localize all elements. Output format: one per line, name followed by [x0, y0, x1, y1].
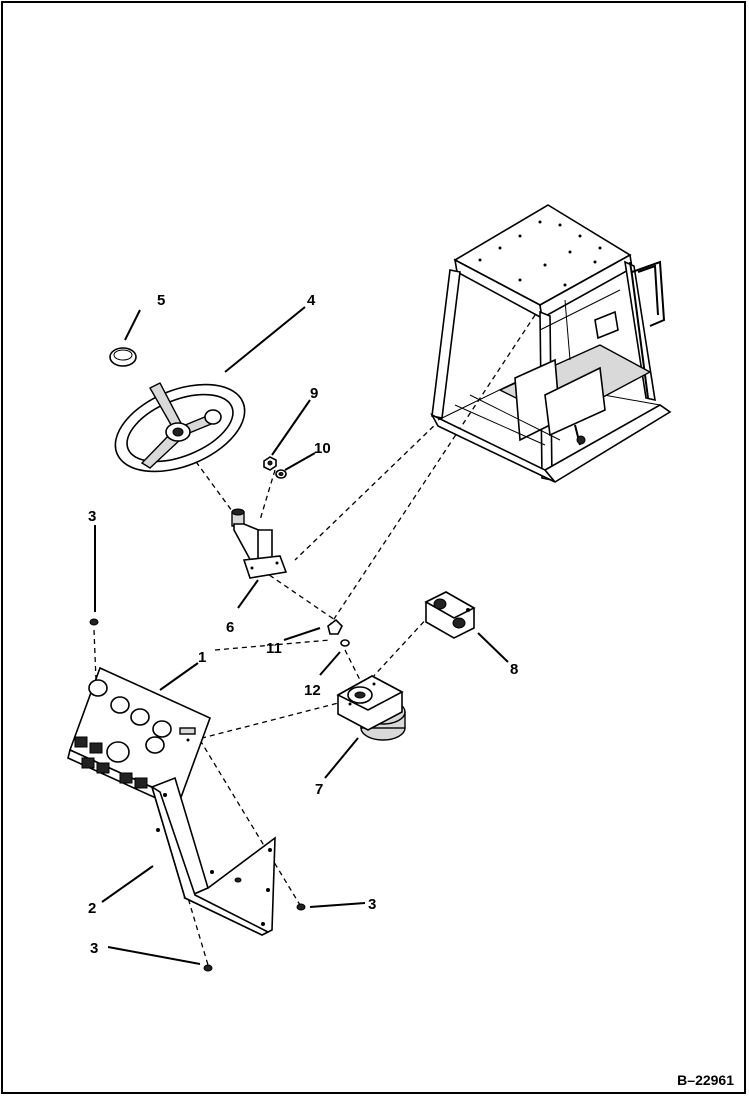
callout-3-top: 3 [88, 508, 96, 525]
screws [89, 618, 306, 972]
callout-3-bottom: 3 [90, 940, 98, 957]
fitting-and-seal [327, 618, 350, 647]
nut-and-washer [263, 456, 287, 479]
steering-column [231, 508, 288, 579]
lower-shroud [150, 776, 276, 936]
callouts: 1 2 3 3 3 4 5 6 7 8 9 10 11 12 [88, 292, 518, 957]
callout-10: 10 [314, 440, 331, 457]
callout-11: 11 [266, 640, 282, 657]
horn-cap [109, 347, 137, 367]
steering-wheel [114, 382, 246, 473]
callout-9: 9 [310, 385, 318, 402]
steering-control-unit [336, 675, 406, 741]
figure-number: B–22961 [677, 1072, 734, 1088]
callout-5: 5 [157, 292, 165, 309]
callout-7: 7 [315, 781, 323, 798]
priority-valve [424, 591, 476, 639]
leader-lines [94, 306, 509, 965]
callout-8: 8 [510, 661, 518, 678]
callout-4: 4 [307, 292, 316, 309]
callout-12: 12 [304, 682, 321, 699]
instrument-panel [67, 666, 212, 810]
callout-6: 6 [226, 619, 234, 636]
cab-frame [430, 204, 672, 484]
callout-2: 2 [88, 900, 96, 917]
callout-3-right: 3 [368, 896, 376, 913]
callout-1: 1 [198, 649, 206, 666]
